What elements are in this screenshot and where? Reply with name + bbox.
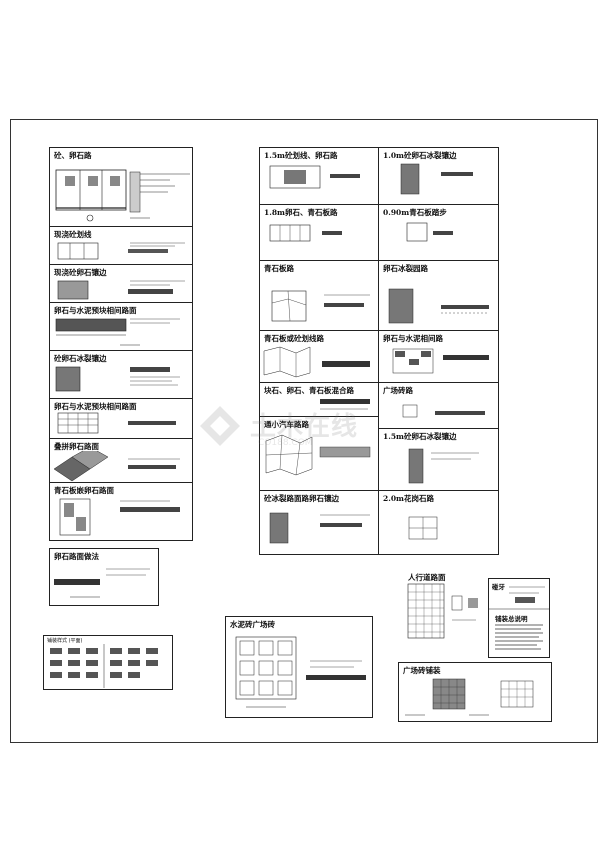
section-drawing — [57, 242, 185, 260]
notes-box: 碰牙 铺装总说明 — [488, 578, 550, 658]
panel-title: 卵石与水泥相间路 — [383, 334, 443, 343]
section-drawing — [269, 512, 370, 544]
cement-brick-plaza-box: 水泥砖广场砖 — [225, 616, 373, 718]
section-drawing — [271, 290, 370, 322]
section-drawing — [53, 451, 180, 482]
panel-title: 0.90m青石板踏步 — [383, 208, 447, 217]
section-drawing — [408, 516, 438, 540]
panel-title: 卵石与水泥预块相间路面 — [54, 306, 137, 315]
grid-divider — [378, 148, 379, 554]
pebble-paving-method-box: 卵石路面做法 — [49, 548, 159, 606]
panel-title: 水泥砖广场砖 — [230, 620, 275, 629]
detail-panel: 现浇砼卵石镶边 — [50, 264, 192, 302]
panel-title: 卵石冰裂园路 — [383, 264, 428, 273]
tile-pattern-grid — [50, 644, 158, 688]
plaza-brick-paving-box: 广场砖铺装 — [398, 662, 552, 722]
detail-panel: 砼卵石冰裂镶边 — [50, 350, 192, 398]
section-drawing — [55, 366, 180, 392]
detail-panel: 卵石冰裂园路 — [379, 260, 498, 330]
section-drawing — [59, 498, 180, 536]
legend-title: 铺装样式 (平面) — [47, 638, 83, 644]
panel-title: 砼、卵石路 — [54, 151, 92, 160]
left-detail-column: 砼、卵石路 现浇砼划线 现浇砼卵石镶边 — [49, 147, 193, 541]
panel-title: 现浇砼卵石镶边 — [54, 268, 107, 277]
middle-detail-grid: 1.5m砼划线、卵石路 1.8m卵石、青石板路 青石板路 青石板或砼划线路 — [259, 147, 499, 555]
panel-title: 块石、卵石、青石板混合路 — [264, 386, 354, 395]
detail-panel: 0.90m青石板踏步 — [379, 204, 498, 260]
sidewalk-title: 人行道路面 — [408, 573, 446, 582]
section-drawing — [392, 348, 489, 374]
section-drawing — [320, 399, 370, 410]
panel-title: 砼冰裂路面路卵石镶边 — [264, 494, 339, 503]
section-drawing — [269, 224, 342, 242]
section-drawing — [408, 448, 479, 484]
detail-panel: 卵石与水泥预块相间路面 — [50, 302, 192, 350]
panel-title: 1.5m砼卵石冰裂镶边 — [383, 432, 457, 441]
section-drawing — [400, 163, 473, 195]
paving-plan-drawing — [55, 169, 190, 222]
section-drawing — [55, 318, 180, 346]
watermark-url: CO188.COM — [258, 438, 313, 448]
section-drawing — [57, 412, 176, 434]
section-drawing — [388, 288, 489, 324]
detail-panel: 青石板路 — [260, 260, 378, 330]
panel-title: 2.0m花岗石路 — [383, 494, 434, 503]
panel-title: 广场砖铺装 — [403, 666, 441, 675]
detail-panel: 青石板或砼划线路 — [260, 330, 378, 382]
panel-title: 青石板嵌卵石路面 — [54, 486, 114, 495]
detail-panel: 叠拼卵石路面 — [50, 438, 192, 482]
panel-title: 广场砖路 — [383, 386, 413, 395]
detail-panel: 1.8m卵石、青石板路 — [260, 204, 378, 260]
panel-title: 卵石与水泥预块相间路面 — [54, 402, 137, 411]
note-heading: 铺装总说明 — [495, 615, 528, 623]
detail-panel: 砼、卵石路 — [50, 148, 192, 226]
panel-title: 砼卵石冰裂镶边 — [54, 354, 107, 363]
detail-panel: 1.5m砼卵石冰裂镶边 — [379, 428, 498, 490]
section-drawing — [263, 346, 370, 378]
detail-panel: 块石、卵石、青石板混合路 — [260, 382, 378, 416]
watermark-text: 土木在线 — [250, 412, 359, 442]
section-drawing — [269, 165, 360, 189]
detail-panel: 现浇砼划线 — [50, 226, 192, 264]
panel-title: 叠拼卵石路面 — [54, 442, 99, 451]
plaza-brick-drawing — [405, 678, 534, 716]
panel-title: 通小汽车路路 — [264, 420, 309, 429]
detail-panel: 广场砖路 — [379, 382, 498, 428]
watermark-logo-icon — [200, 406, 240, 446]
detail-panel: 1.0m砼卵石冰裂镶边 — [379, 148, 498, 204]
paving-pattern-legend: 铺装样式 (平面) — [43, 635, 173, 690]
panel-title: 1.8m卵石、青石板路 — [264, 208, 338, 217]
note-heading: 碰牙 — [492, 583, 505, 591]
notes-text-lines — [489, 586, 549, 650]
detail-panel: 卵石与水泥预块相间路面 — [50, 398, 192, 438]
detail-panel: 青石板嵌卵石路面 — [50, 482, 192, 540]
watermark: 土木在线 CO188.COM — [198, 400, 428, 460]
section-drawing — [402, 404, 485, 418]
detail-panel: 砼冰裂路面路卵石镶边 — [260, 490, 378, 556]
section-drawing — [265, 434, 371, 476]
drawing-sheet-border — [10, 119, 598, 743]
panel-title: 青石板路 — [264, 264, 294, 273]
section-drawing — [406, 222, 453, 242]
section-drawing — [54, 568, 150, 598]
plaza-paving-plan — [235, 636, 366, 708]
panel-title: 青石板或砼划线路 — [264, 334, 324, 343]
section-drawing — [57, 280, 185, 300]
detail-panel: 通小汽车路路 — [260, 416, 378, 490]
panel-title: 1.0m砼卵石冰裂镶边 — [383, 151, 457, 160]
detail-panel: 2.0m花岗石路 — [379, 490, 498, 556]
panel-title: 卵石路面做法 — [54, 552, 99, 561]
detail-panel: 1.5m砼划线、卵石路 — [260, 148, 378, 204]
panel-title: 1.5m砼划线、卵石路 — [264, 151, 338, 160]
sidewalk-plan-drawing — [407, 583, 478, 639]
panel-title: 现浇砼划线 — [54, 230, 92, 239]
detail-panel: 卵石与水泥相间路 — [379, 330, 498, 382]
